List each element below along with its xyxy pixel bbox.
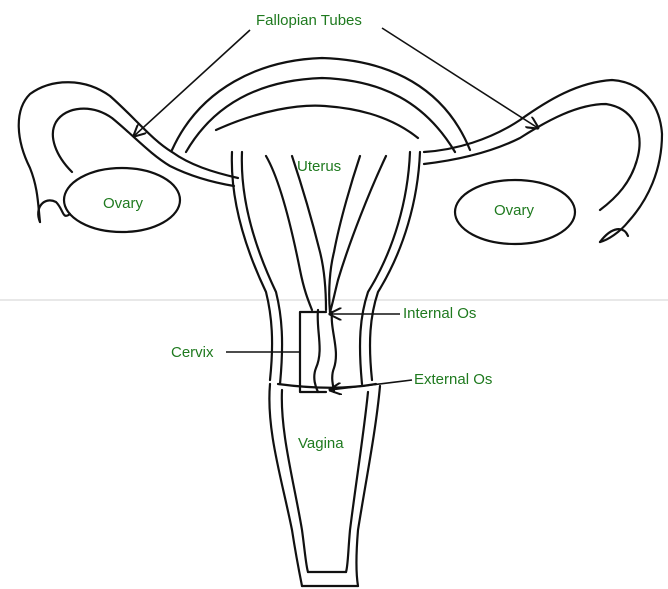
label-vagina: Vagina	[298, 436, 344, 451]
cervical-canal	[314, 310, 336, 392]
uterus-body-outline	[232, 152, 420, 384]
label-ovary-left: Ovary	[103, 196, 143, 211]
right-fallopian-tube	[424, 80, 662, 242]
uterus-fundus-outline	[172, 58, 470, 152]
uterine-cavity	[266, 156, 386, 312]
vagina-outline	[269, 384, 380, 586]
label-internal-os: Internal Os	[403, 306, 476, 321]
label-uterus: Uterus	[297, 159, 341, 174]
external-os-arrow	[330, 380, 412, 390]
label-cervix: Cervix	[171, 345, 214, 360]
label-fallopian-tubes: Fallopian Tubes	[256, 13, 362, 28]
cervix-bracket	[300, 312, 326, 392]
label-external-os: External Os	[414, 372, 492, 387]
label-ovary-right: Ovary	[494, 203, 534, 218]
